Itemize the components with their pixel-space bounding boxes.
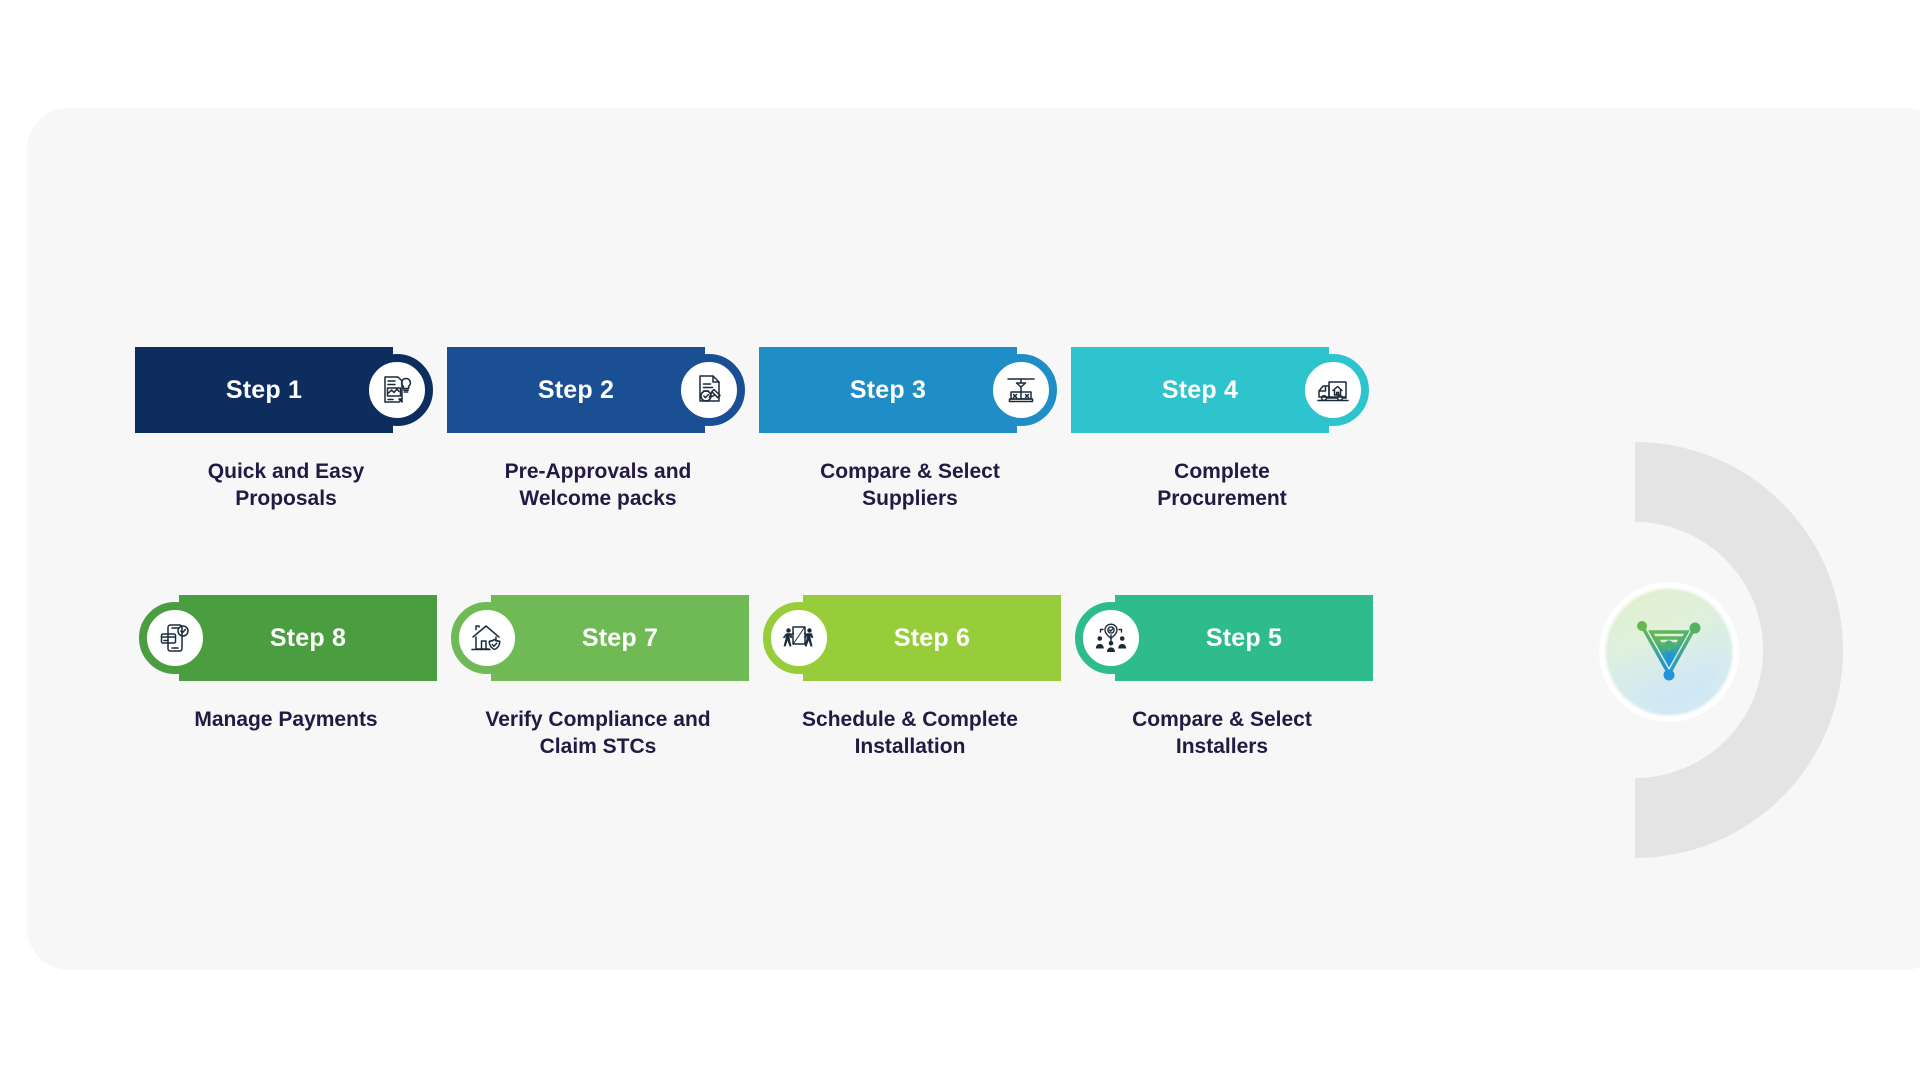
step-description-label: Schedule & Complete Installation (802, 708, 1018, 758)
step-card[interactable]: Step 8 Manage Payments (135, 595, 437, 734)
step-bar-wrapper: Step 5 (1071, 595, 1373, 681)
step-icon-badge[interactable] (451, 602, 523, 674)
step-description-label: Manage Payments (194, 708, 378, 731)
step-bar[interactable]: Step 4 (1071, 347, 1329, 433)
step-bar-wrapper: Step 8 (135, 595, 437, 681)
step-bar-wrapper: Step 3 (759, 347, 1061, 433)
step-bar[interactable]: Step 7 (491, 595, 749, 681)
step-bar[interactable]: Step 8 (179, 595, 437, 681)
step-number-label: Step 3 (849, 375, 927, 404)
step-bar-wrapper: Step 4 (1071, 347, 1373, 433)
step-description-label: Quick and Easy Proposals (207, 460, 365, 510)
workers-carrying-panel-icon (782, 621, 816, 655)
step-icon-badge[interactable] (139, 602, 211, 674)
step-card[interactable]: Step 4 Complete Procurement (1071, 347, 1373, 513)
brand-logo-inner (1616, 599, 1722, 705)
delivery-truck-house-icon (1316, 373, 1350, 407)
step-card[interactable]: Step 7 Verify Compliance and Claim STCs (447, 595, 749, 761)
step-number-label: Step 6 (893, 623, 971, 652)
step-card[interactable]: Step 1 Quick and Easy Proposals (135, 347, 437, 513)
step-row-bottom: Step 8 Manage Payments Step 7 Verify Compli… (27, 595, 1920, 795)
step-description-label: Complete Procurement (1157, 460, 1287, 510)
step-number-label: Step 5 (1205, 623, 1283, 652)
step-bar[interactable]: Step 3 (759, 347, 1017, 433)
step-card[interactable]: Step 3 Compare & Select Suppliers (759, 347, 1061, 513)
document-stamp-approval-icon (692, 373, 726, 407)
balance-scale-icon (1004, 373, 1038, 407)
step-icon-badge[interactable] (1297, 354, 1369, 426)
step-row-top: Step 1 Quick and Easy Proposals Step 2 Pre-… (27, 347, 1920, 547)
step-icon-badge[interactable] (361, 354, 433, 426)
step-number-label: Step 7 (581, 623, 659, 652)
step-icon-badge[interactable] (985, 354, 1057, 426)
step-description-label: Verify Compliance and Claim STCs (485, 708, 711, 758)
step-icon-badge[interactable] (673, 354, 745, 426)
step-number-label: Step 8 (269, 623, 347, 652)
step-description-label: Pre-Approvals and Welcome packs (504, 460, 692, 510)
step-card[interactable]: Step 2 Pre-Approvals and Welcome packs (447, 347, 749, 513)
step-card[interactable]: Step 6 Schedule & Complete Installation (759, 595, 1061, 761)
step-bar-wrapper: Step 6 (759, 595, 1061, 681)
step-number-label: Step 4 (1161, 375, 1239, 404)
step-icon-badge[interactable] (1075, 602, 1147, 674)
step-number-label: Step 2 (537, 375, 615, 404)
step-bar[interactable]: Step 5 (1115, 595, 1373, 681)
proposal-document-idea-icon (380, 373, 414, 407)
step-bar-wrapper: Step 7 (447, 595, 749, 681)
step-bar-wrapper: Step 1 (135, 347, 437, 433)
brand-logo-badge (1599, 582, 1739, 722)
step-icon-badge[interactable] (763, 602, 835, 674)
step-description-label: Compare & Select Suppliers (820, 460, 1000, 510)
step-description-label: Compare & Select Installers (1132, 708, 1312, 758)
process-flow-panel: Step 1 Quick and Easy Proposals Step 2 Pre-… (27, 108, 1920, 970)
circuit-triangle-logo-icon (1637, 621, 1701, 681)
people-verified-network-icon (1094, 621, 1128, 655)
step-card[interactable]: Step 5 Compare & Select Installers (1071, 595, 1373, 761)
step-bar[interactable]: Step 6 (803, 595, 1061, 681)
step-number-label: Step 1 (225, 375, 303, 404)
step-bar[interactable]: Step 1 (135, 347, 393, 433)
step-bar-wrapper: Step 2 (447, 347, 749, 433)
house-shield-icon (470, 621, 504, 655)
mobile-payment-check-icon (158, 621, 192, 655)
step-bar[interactable]: Step 2 (447, 347, 705, 433)
